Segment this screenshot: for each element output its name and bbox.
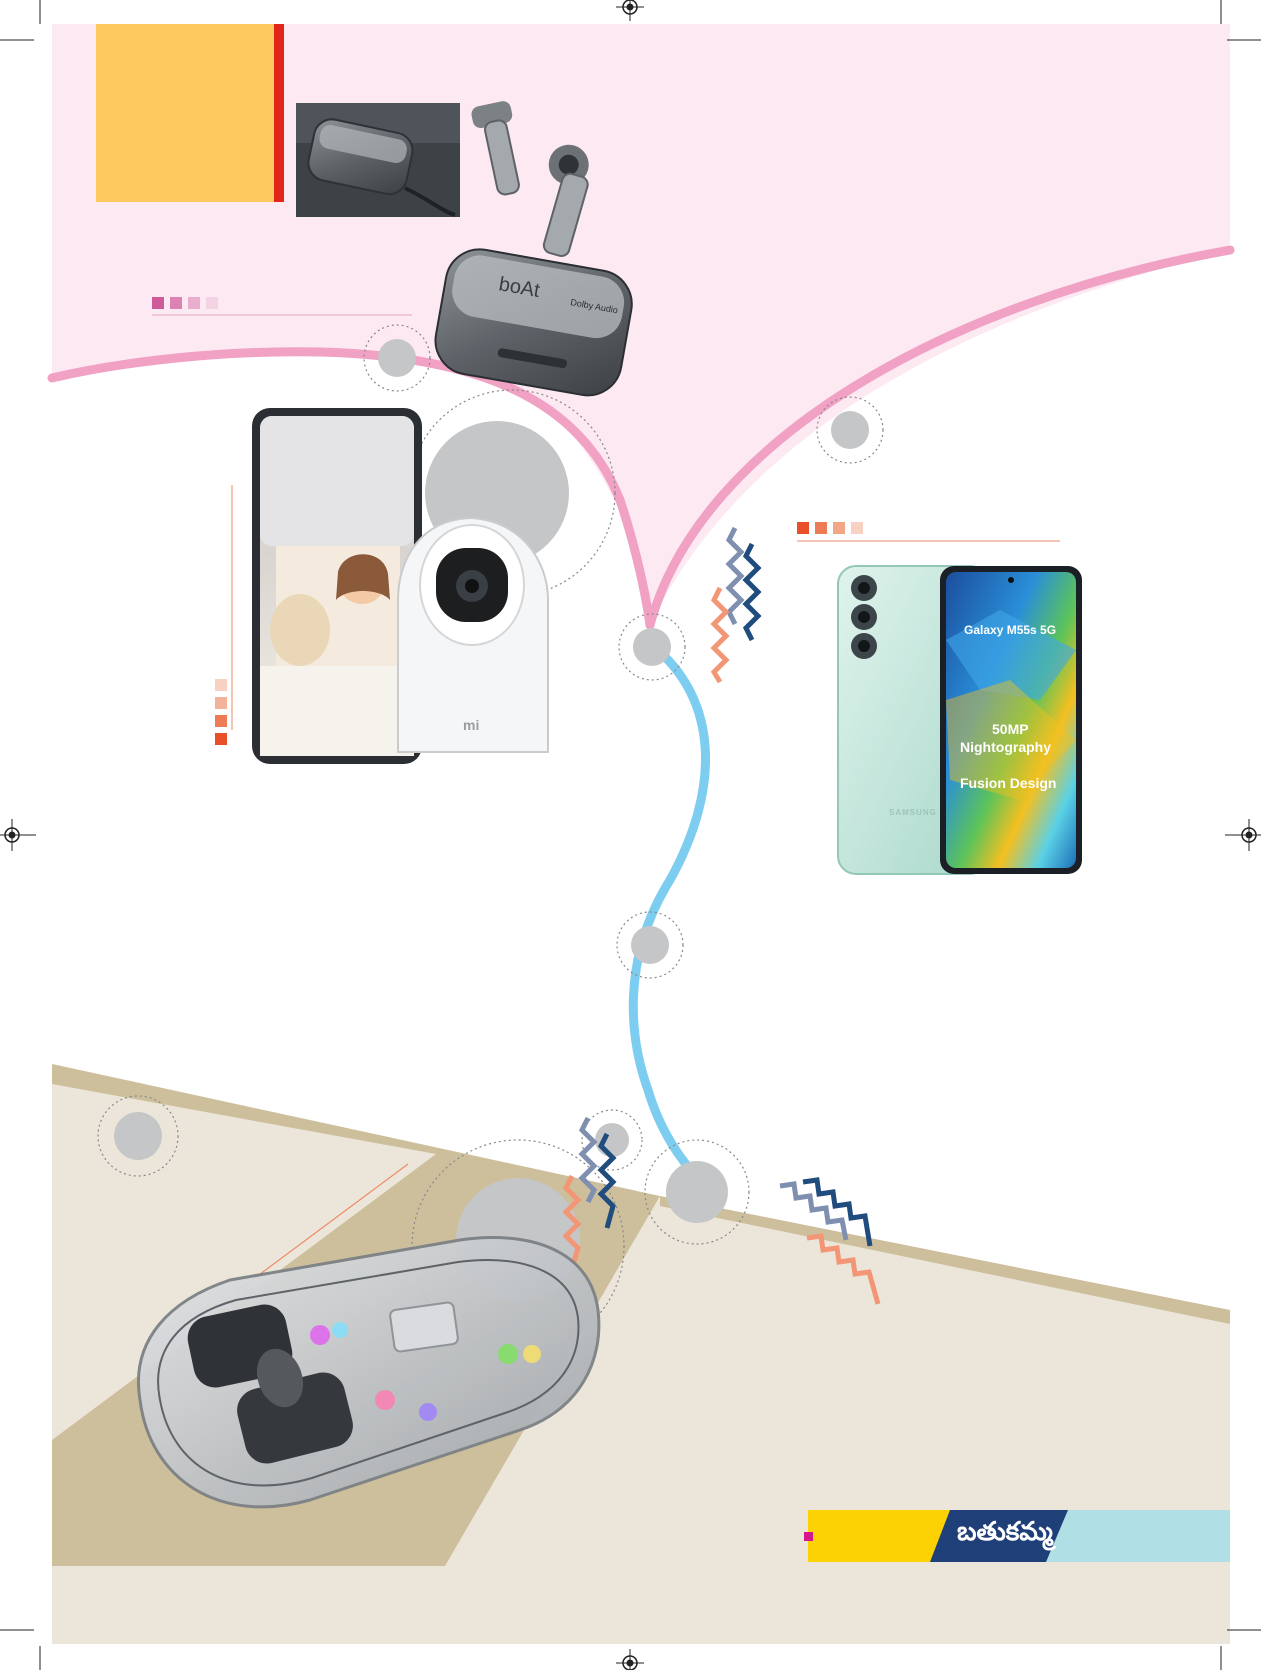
timeline-node-3 xyxy=(618,613,686,681)
phone-feature-fusion-design: Fusion Design xyxy=(960,775,1056,791)
pink-curve-right xyxy=(645,245,1235,630)
registration-mark-icon xyxy=(616,0,644,21)
banner-navy-segment xyxy=(930,1510,1068,1562)
banner-magenta-marker xyxy=(804,1532,813,1541)
squiggle-group-right xyxy=(779,1177,881,1305)
earbud-left xyxy=(471,101,520,196)
orange-square-markers-vertical xyxy=(215,679,227,745)
squiggle-group-mouse xyxy=(562,1116,617,1269)
red-accent-bar xyxy=(274,24,284,202)
bottom-banner xyxy=(804,1510,1230,1562)
yellow-title-box xyxy=(96,24,274,202)
transparent-mouse-product xyxy=(137,1236,601,1509)
small-earbud-case xyxy=(307,118,414,196)
blue-curve xyxy=(628,640,710,1185)
registration-mark-icon xyxy=(616,1649,644,1670)
phone-model-label: Galaxy M55s 5G xyxy=(964,623,1056,637)
smart-camera-product: mi xyxy=(252,408,549,764)
earbud-right xyxy=(542,144,589,257)
registration-mark-icon xyxy=(0,819,36,851)
camera-brand-mark: mi xyxy=(463,717,479,733)
registration-mark-icon xyxy=(1225,819,1261,851)
timeline-node-4 xyxy=(616,911,684,979)
pink-square-markers xyxy=(152,297,218,309)
large-earbud-case xyxy=(434,248,633,397)
phone-back-brand: SAMSUNG xyxy=(889,808,937,817)
tan-right-band xyxy=(660,1196,1230,1324)
samsung-phone-product: SAMSUNG Galaxy M55s 5G 50MP Nightography… xyxy=(837,565,1082,875)
timeline-node-6 xyxy=(644,1139,750,1245)
mouse-usb-receiver xyxy=(389,1301,459,1353)
mouse-scroll-wheel xyxy=(256,1348,304,1408)
phone-feature-50mp: 50MP xyxy=(992,721,1029,737)
phone-feature-nightography: Nightography xyxy=(960,739,1051,755)
timeline-node-7 xyxy=(97,1095,179,1177)
orange-rule-diagonal xyxy=(235,1163,409,1293)
earbuds-product: boAt Dolby Audio xyxy=(296,101,633,397)
timeline-node-2 xyxy=(816,396,884,464)
timeline-node-1 xyxy=(363,324,431,392)
squiggle-group-upper xyxy=(710,526,762,684)
orange-square-markers-right xyxy=(797,522,863,534)
banner-title: బతుకమ్మ xyxy=(957,1517,1053,1547)
rear-camera-lenses xyxy=(851,575,877,659)
mouse-rgb-lights xyxy=(310,1322,541,1421)
banner-light-blue-segment xyxy=(1040,1510,1230,1562)
camera-device: mi xyxy=(397,516,549,753)
puppy-illustration xyxy=(270,594,330,666)
